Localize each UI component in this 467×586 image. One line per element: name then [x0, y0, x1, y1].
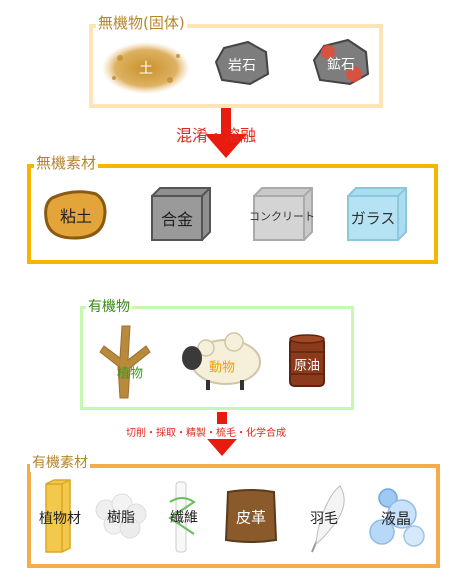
alloy-item: 合金 [150, 186, 212, 242]
soil-item: 土 [100, 40, 192, 96]
organic-raw-box [80, 306, 354, 410]
leather-item: 皮革 [224, 488, 278, 544]
liquid-crystal-label: 液晶 [380, 509, 412, 528]
alloy-icon [151, 187, 211, 241]
organic-materials-box [27, 464, 440, 568]
concrete-item: コンクリート [249, 186, 315, 242]
oil-item: 原油 [288, 334, 326, 388]
rock-label: 岩石 [228, 58, 256, 74]
ore-item: 鉱石 [312, 38, 370, 86]
animal-item: 動物 [178, 330, 264, 392]
inorganic-materials-box [27, 164, 438, 264]
leather-label: 皮革 [235, 508, 267, 527]
fiber-item: 繊維 [162, 480, 202, 554]
alloy-label: 合金 [160, 210, 194, 229]
animal-label: 動物 [208, 360, 236, 376]
glass-item: ガラス [346, 186, 408, 242]
plant-label: 植物 [116, 366, 144, 382]
resin-item: 樹脂 [92, 490, 150, 542]
resin-label: 樹脂 [107, 510, 135, 526]
inorganic-materials-title: 無機素材 [34, 152, 99, 173]
oil-label: 原油 [293, 358, 321, 374]
process-organic-label: 切削・採取・精製・梳毛・化学合成 [125, 424, 287, 439]
wood-label: 植物材 [39, 511, 81, 527]
sheep-icon [182, 332, 261, 390]
process-inorganic-label: 混淆・溶融 [176, 126, 257, 145]
glass-icon [347, 187, 407, 241]
clay-label: 粘土 [59, 207, 93, 226]
liquid-crystal-item: 液晶 [366, 484, 430, 550]
feather-icon [311, 485, 345, 553]
concrete-icon [253, 187, 313, 241]
soil-icon [102, 42, 190, 94]
plant-item: 植物 [96, 322, 152, 399]
soil-label: 土 [139, 61, 153, 77]
inorganic-raw-title: 無機物(固体) [96, 12, 187, 33]
wood-item [44, 478, 72, 554]
rock-item: 岩石 [214, 40, 270, 86]
clay-item: 粘土 [44, 188, 108, 240]
resin-pellets-icon [95, 493, 147, 539]
rock-icon [214, 40, 270, 86]
concrete-label: コンクリート [249, 210, 315, 223]
wood-plank-icon [45, 479, 71, 553]
glass-label: ガラス [350, 209, 396, 228]
ore-icon [312, 38, 370, 86]
feather-label: 羽毛 [310, 511, 338, 527]
inorganic-raw-box [89, 24, 383, 108]
leather-hide-icon [224, 489, 278, 543]
oil-barrel-icon [289, 334, 325, 387]
fiber-spool-icon [168, 481, 196, 553]
organic-materials-title: 有機素材 [30, 452, 90, 472]
ore-label: 鉱石 [327, 57, 355, 73]
plant-icon [99, 325, 151, 399]
fiber-label: 繊維 [170, 510, 198, 526]
liquid-crystal-icon [369, 488, 425, 547]
clay-icon [44, 190, 107, 240]
organic-raw-title: 有機物 [86, 296, 132, 316]
feather-item: 羽毛 [302, 482, 350, 554]
